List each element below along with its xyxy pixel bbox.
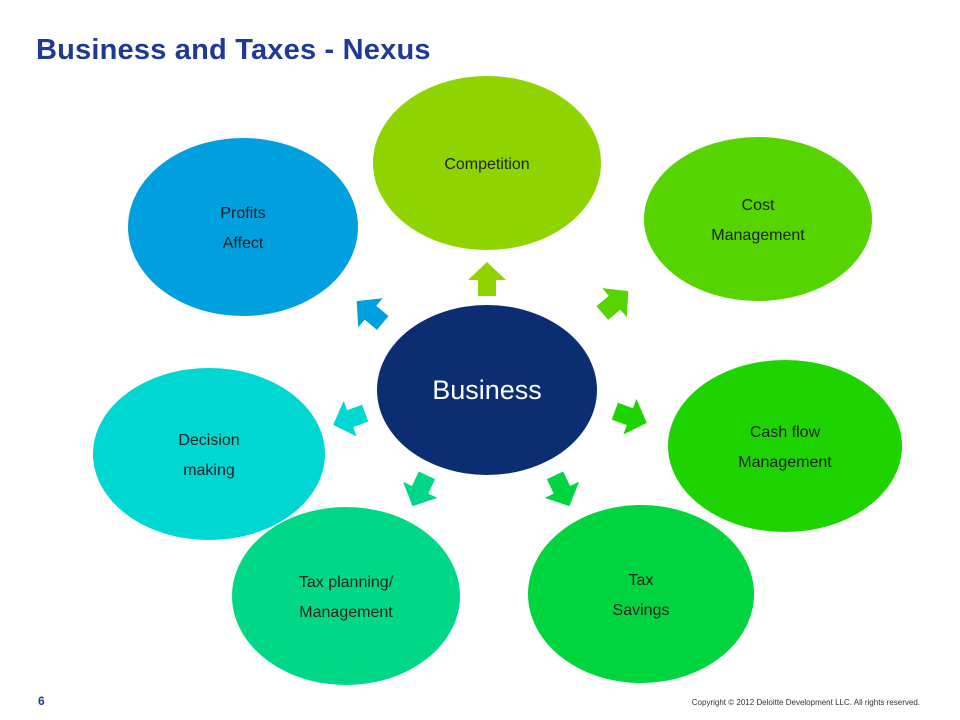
arrows-layer xyxy=(333,262,647,507)
node-label-tax-savings-line-1: Tax xyxy=(629,572,654,589)
node-ellipse-cost-management xyxy=(644,137,872,301)
arrow-to-tax-planning-management xyxy=(402,471,438,507)
center-label: Business xyxy=(432,375,542,405)
node-label-decision-making-line-2: making xyxy=(183,462,235,479)
node-ellipse-tax-planning-management xyxy=(232,507,460,685)
node-label-cash-flow-management-line-1: Cash flow xyxy=(750,424,821,441)
node-ellipse-profits-affect xyxy=(128,138,358,316)
arrow-to-profits-affect xyxy=(356,298,389,330)
node-ellipse-competition xyxy=(373,76,601,250)
node-label-cost-management-line-2: Management xyxy=(711,227,805,244)
node-ellipse-cash-flow-management xyxy=(668,360,902,532)
node-competition: Competition xyxy=(373,76,601,250)
node-label-tax-planning-management-line-2: Management xyxy=(299,604,393,621)
arrow-to-decision-making xyxy=(333,400,369,437)
node-label-competition-line-1: Competition xyxy=(444,156,529,173)
node-tax-planning-management: Tax planning/Management xyxy=(232,507,460,685)
center-ellipse xyxy=(377,305,597,475)
arrow-to-cost-management xyxy=(596,288,629,320)
center-node: Business xyxy=(377,305,597,475)
node-label-tax-planning-management-line-1: Tax planning/ xyxy=(299,574,394,591)
node-label-profits-affect-line-2: Affect xyxy=(223,235,264,252)
arrow-to-competition xyxy=(468,262,506,296)
node-ellipse-tax-savings xyxy=(528,505,754,683)
node-label-tax-savings-line-2: Savings xyxy=(613,602,670,619)
node-label-profits-affect-line-1: Profits xyxy=(220,205,265,222)
arrow-to-tax-savings xyxy=(544,471,580,507)
node-decision-making: Decision making xyxy=(93,368,325,540)
slide-title: Business and Taxes - Nexus xyxy=(36,34,431,66)
node-label-decision-making-line-1: Decision xyxy=(178,432,239,449)
copyright-notice: Copyright © 2012 Deloitte Development LL… xyxy=(691,698,920,707)
node-ellipse-decision-making xyxy=(93,368,325,540)
arrow-to-cash-flow-management xyxy=(611,398,647,435)
page-number: 6 xyxy=(38,694,45,708)
node-label-cost-management-line-1: Cost xyxy=(742,197,775,214)
node-label-cash-flow-management-line-2: Management xyxy=(738,454,832,471)
